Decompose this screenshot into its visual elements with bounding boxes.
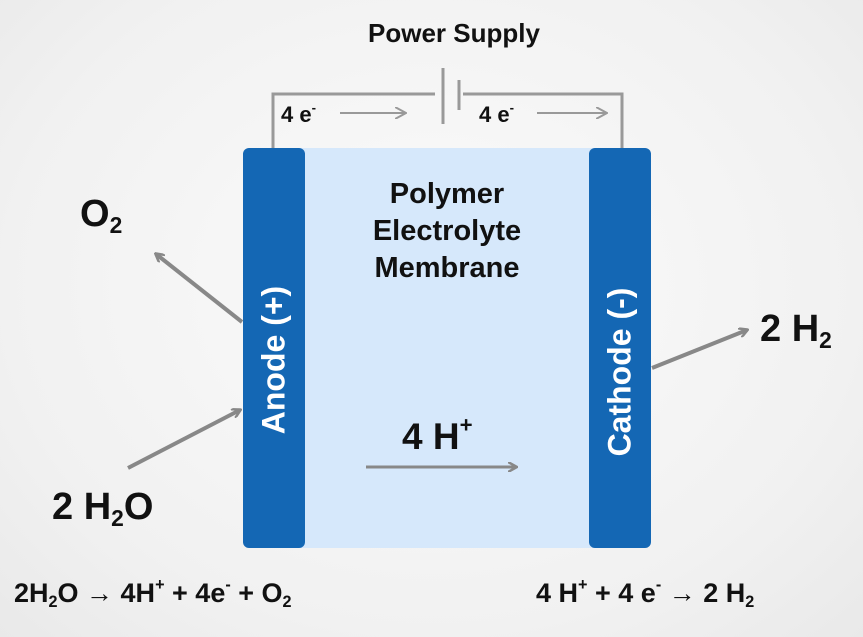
eq-part: 2H [14,578,49,608]
circuit-wire-left [271,92,435,148]
hydrogen-subscript: 2 [819,326,832,353]
cathode-label: Cathode (-) [601,287,638,457]
circuit-wire-right [463,92,624,148]
water-suffix: O [123,486,154,528]
water-label: 2 H2O [52,486,154,529]
eq-part: + 4e [164,578,226,608]
electron-text: 4 e [281,102,312,127]
membrane-line-3: Membrane [374,252,520,284]
proton-label: 4 H+ [402,414,473,457]
eq-sup: - [655,575,662,594]
eq-sub: 2 [745,592,755,611]
electron-charge: - [509,100,514,116]
hydrogen-prefix: 2 H [760,308,820,350]
hydrogen-label: 2 H2 [760,308,832,351]
eq-part: 4 H [536,578,579,608]
power-supply-label: Power Supply [368,18,540,48]
cathode-electrode [589,148,651,548]
membrane-line-2: Electrolyte [372,215,522,247]
hydrogen-arrow [651,330,747,370]
water-subscript: 2 [111,504,124,531]
membrane-line-1: Polymer [389,178,505,210]
eq-sub: 2 [48,592,58,611]
anode-equation: 2H2O → 4H+ + 4e- + O2 [14,577,292,610]
membrane-label: Polymer Electrolyte Membrane [305,176,589,287]
electron-label-left: 4 e- [281,101,316,127]
water-arrow [127,410,240,470]
eq-sup: - [225,575,231,594]
electron-text: 4 e [479,102,510,127]
eq-sup: + [578,575,588,594]
oxygen-arrow [156,254,244,324]
eq-part: + O [230,578,283,608]
anode-label: Anode (+) [255,285,292,435]
eq-part: → 2 H [661,578,746,608]
electron-label-right: 4 e- [479,101,514,127]
proton-charge: + [459,412,473,438]
anode-electrode [243,148,305,548]
eq-part: + 4 e [587,578,656,608]
oxygen-symbol: O [80,193,110,235]
electron-charge: - [311,100,316,116]
membrane [262,148,634,548]
oxygen-subscript: 2 [109,211,123,238]
eq-sub: 2 [282,592,292,611]
oxygen-label: O2 [80,193,122,236]
proton-text: 4 H [402,416,460,457]
eq-part: O → 4H [57,578,156,608]
water-prefix: 2 H [52,486,112,528]
cathode-equation: 4 H+ + 4 e- → 2 H2 [536,577,754,610]
eq-sup: + [155,575,165,594]
